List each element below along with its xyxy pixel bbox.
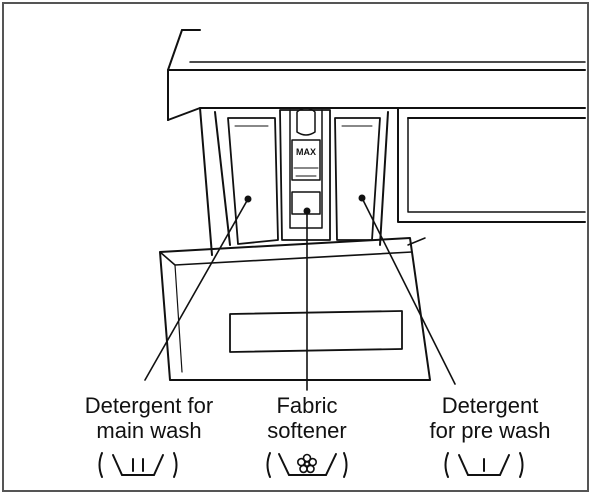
fabric-softener-label: Fabric softener	[247, 393, 367, 443]
fabric-softener-label-line2: softener	[267, 418, 347, 443]
main-wash-label: Detergent for main wash	[44, 393, 254, 443]
machine-top	[167, 29, 586, 121]
drawer-front	[159, 237, 431, 381]
pre-wash-tub-icon	[444, 452, 524, 478]
pre-wash-label: Detergent for pre wash	[405, 393, 575, 443]
main-wash-label-line1: Detergent for	[84, 393, 214, 418]
diagram-frame	[2, 2, 589, 492]
fabric-softener-label-line1: Fabric	[276, 393, 338, 418]
softener-max-label: MAX	[296, 147, 316, 157]
drawer-opening	[199, 107, 586, 256]
fabric-softener-flower-icon	[266, 452, 348, 478]
pre-wash-label-line2: for pre wash	[429, 418, 551, 443]
main-wash-label-line2: main wash	[96, 418, 202, 443]
pre-wash-label-line1: Detergent	[441, 393, 539, 418]
main-wash-tub-icon	[98, 452, 178, 478]
drawer-body	[214, 107, 389, 246]
leader-lines	[144, 197, 456, 391]
